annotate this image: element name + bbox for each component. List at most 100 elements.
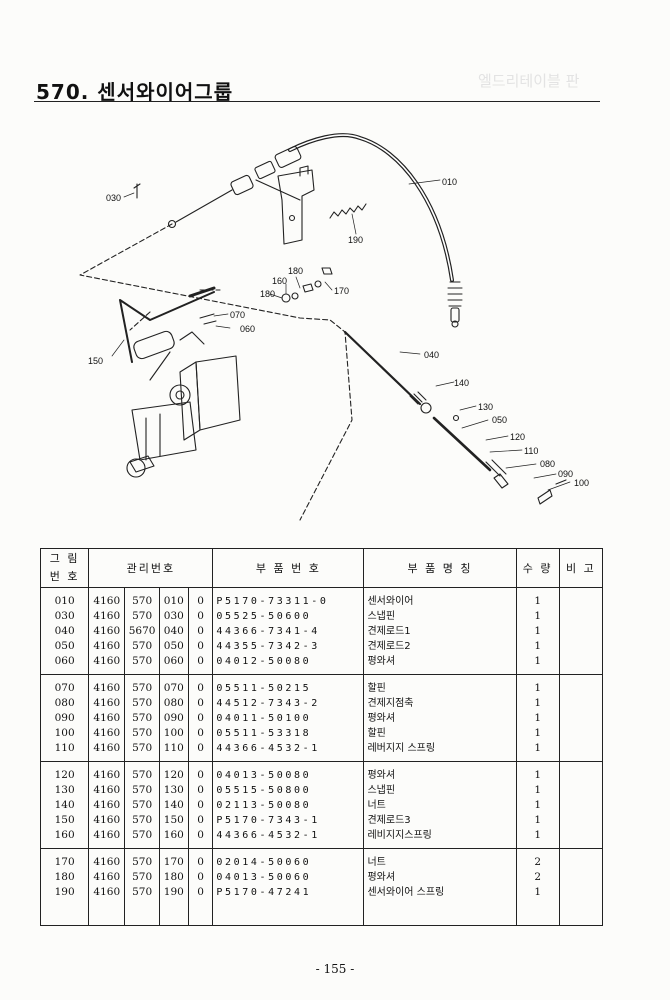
cell-partno: P5170-7343-1	[212, 813, 365, 828]
cell-partno: 05511-50215	[212, 674, 365, 696]
cell-m3: 180	[158, 870, 189, 885]
cell-remark	[558, 587, 604, 609]
cell-m1: 4160	[88, 885, 126, 900]
cell-m3: 010	[158, 587, 189, 609]
cell-partno: 05525-50600	[212, 609, 365, 624]
cell-name: 레비지지스프링	[363, 828, 517, 849]
cell-m2: 570	[124, 654, 160, 675]
callout-030: 030	[106, 193, 121, 203]
cell-m4: 0	[187, 870, 214, 885]
callout-160: 160	[272, 276, 287, 286]
cell-m3: 050	[158, 639, 189, 654]
cell-m2: 570	[124, 885, 160, 900]
cell-m3: 030	[158, 609, 189, 624]
cell-m4: 0	[187, 828, 214, 849]
cell-m1: 4160	[88, 783, 126, 798]
cell-m2: 570	[124, 783, 160, 798]
cell-m2: 570	[124, 609, 160, 624]
cell-m1: 4160	[88, 848, 126, 870]
cell-fig: 180	[39, 870, 90, 885]
filler-cell	[515, 900, 560, 926]
cell-remark	[558, 741, 604, 762]
cotter-pin	[199, 313, 217, 325]
cell-m4: 0	[187, 848, 214, 870]
cell-name: 센서와이어 스프링	[363, 885, 517, 900]
cell-m4: 0	[187, 609, 214, 624]
cell-name: 평와셔	[363, 761, 517, 783]
cell-m4: 0	[187, 783, 214, 798]
cell-qty: 1	[515, 609, 560, 624]
cell-partno: 04013-50080	[212, 761, 365, 783]
cell-m4: 0	[187, 674, 214, 696]
cell-remark	[558, 654, 604, 675]
cell-qty: 1	[515, 639, 560, 654]
cell-partno: 44355-7342-3	[212, 639, 365, 654]
callout-040: 040	[424, 350, 439, 360]
cell-name: 스냅핀	[363, 609, 517, 624]
cell-qty: 1	[515, 761, 560, 783]
callout-leaders	[111, 179, 571, 491]
control-rod-1	[343, 330, 422, 406]
cell-partno: 04012-50080	[212, 654, 365, 675]
cell-m1: 4160	[88, 726, 126, 741]
cell-m2: 570	[124, 828, 160, 849]
callout-070: 070	[230, 310, 245, 320]
cell-name: 견제로드1	[363, 624, 517, 639]
cell-name: 견제지점축	[363, 696, 517, 711]
filler-cell	[124, 900, 160, 926]
cell-m4: 0	[187, 639, 214, 654]
callout-120: 120	[510, 432, 525, 442]
cell-partno: 04011-50100	[212, 711, 365, 726]
cell-partno: 05515-50800	[212, 783, 365, 798]
cell-fig: 010	[39, 587, 90, 609]
cell-m3: 080	[158, 696, 189, 711]
table-filler-row	[39, 900, 604, 926]
cell-m2: 570	[124, 870, 160, 885]
cell-m2: 570	[124, 761, 160, 783]
cell-fig: 110	[39, 741, 90, 762]
cell-m2: 570	[124, 639, 160, 654]
callout-140: 140	[454, 378, 469, 388]
cell-partno: 44512-7343-2	[212, 696, 365, 711]
cell-m4: 0	[187, 885, 214, 900]
cell-qty: 1	[515, 885, 560, 900]
valve-housing	[126, 330, 241, 478]
cable-fittings	[167, 146, 302, 229]
cell-m2: 5670	[124, 624, 160, 639]
cell-m4: 0	[187, 587, 214, 609]
callout-110: 110	[524, 446, 538, 456]
sensor-wire-sheath	[288, 133, 454, 282]
header-mgmt-no: 관리번호	[88, 548, 214, 588]
cell-m3: 160	[158, 828, 189, 849]
cell-qty: 2	[515, 870, 560, 885]
filler-cell	[39, 900, 90, 926]
cell-qty: 1	[515, 813, 560, 828]
cell-m1: 4160	[88, 587, 126, 609]
cell-remark	[558, 696, 604, 711]
cell-partno: 04013-50060	[212, 870, 365, 885]
cell-remark	[558, 885, 604, 900]
cell-m3: 090	[158, 711, 189, 726]
table-header-row: 그 림 번 호 관리번호 부 품 번 호 부 품 명 칭 수 량 비 고	[39, 548, 604, 588]
wire-end-spring	[447, 281, 463, 328]
page-number: - 155 -	[315, 962, 355, 976]
cell-partno: 02113-50080	[212, 798, 365, 813]
cell-name: 센서와이어	[363, 587, 517, 609]
cell-m2: 570	[124, 711, 160, 726]
cell-name: 평와셔	[363, 711, 517, 726]
cell-m4: 0	[187, 741, 214, 762]
cell-m4: 0	[187, 624, 214, 639]
cell-remark	[558, 674, 604, 696]
cell-remark	[558, 726, 604, 741]
snap-pin	[133, 183, 141, 199]
mounting-bracket	[277, 165, 315, 245]
cell-qty: 1	[515, 674, 560, 696]
cell-qty: 1	[515, 726, 560, 741]
page-title: 570. 센서와이어그룹	[36, 80, 234, 104]
cell-fig: 050	[39, 639, 90, 654]
